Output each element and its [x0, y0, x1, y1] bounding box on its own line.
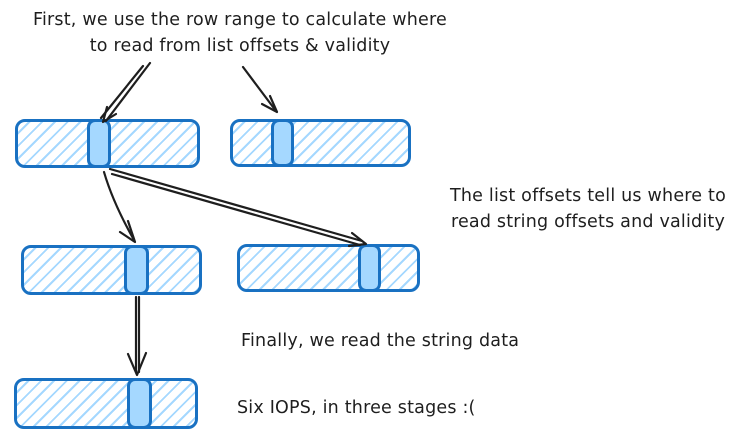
read-region-highlight — [358, 244, 381, 292]
arrow-to-string-validity-icon — [108, 167, 368, 248]
arrow-to-list-validity-icon — [241, 65, 279, 114]
read-region-highlight — [127, 378, 152, 429]
string-offsets-buffer-bar — [21, 245, 202, 295]
caption-step-one: First, we use the row range to calculate… — [32, 10, 448, 56]
read-region-highlight — [271, 119, 294, 167]
string-data-buffer-bar — [14, 378, 198, 429]
arrow-to-string-data-icon — [126, 295, 148, 377]
caption-step-three: Finally, we read the string data — [241, 331, 520, 351]
arrow-to-string-offsets-icon — [102, 170, 137, 244]
caption-step-two: The list offsets tell us where to read s… — [450, 186, 726, 232]
caption-summary: Six IOPS, in three stages :( — [237, 398, 476, 418]
read-region-highlight — [124, 245, 149, 295]
read-region-highlight — [87, 119, 111, 168]
arrow-to-list-offsets-icon — [99, 61, 152, 124]
string-validity-buffer-bar — [237, 244, 420, 292]
list-validity-buffer-bar — [230, 119, 411, 167]
list-offsets-buffer-bar — [15, 119, 200, 168]
